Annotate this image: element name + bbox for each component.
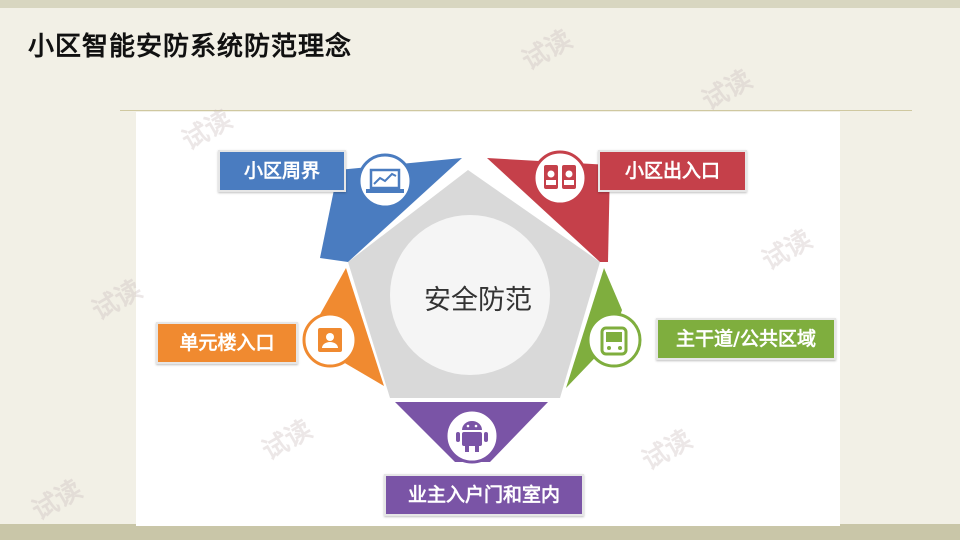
label-building: 单元楼入口: [156, 322, 298, 364]
id-card-icon: [532, 150, 588, 206]
title-divider: [120, 110, 912, 111]
label-entrance: 小区出入口: [598, 150, 747, 192]
address-book-icon: [302, 312, 358, 368]
page-title: 小区智能安防系统防范理念: [28, 32, 353, 62]
laptop-icon: [357, 153, 413, 209]
top-band: [0, 0, 960, 8]
inner-circle: [390, 215, 550, 375]
center-label: 安全防范: [424, 285, 532, 316]
label-road: 主干道/公共区域: [656, 318, 836, 360]
bottom-band: [0, 524, 960, 540]
label-perimeter: 小区周界: [218, 150, 346, 192]
segment-perimeter: [320, 158, 462, 262]
gamepad-icon: [586, 312, 642, 368]
label-household: 业主入户门和室内: [384, 474, 584, 516]
android-icon: [444, 408, 500, 464]
